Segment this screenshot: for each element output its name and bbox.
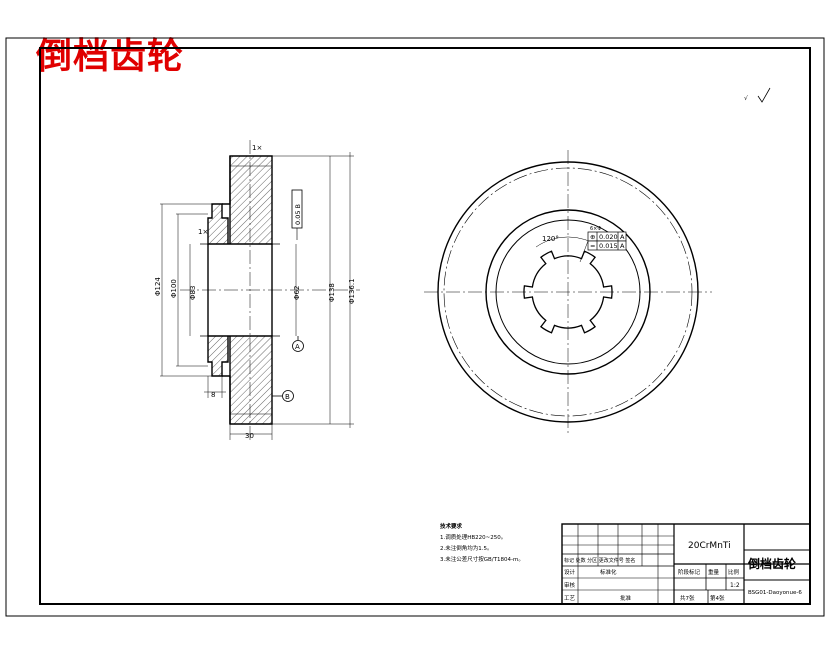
svg-text:0.020: 0.020: [599, 233, 618, 241]
svg-text:工艺: 工艺: [564, 595, 576, 602]
svg-text:1.调质处理HB220~250。: 1.调质处理HB220~250。: [440, 533, 506, 541]
tolerance-frames: 6×Φ ⊕ 0.020 A = 0.015 A: [579, 226, 627, 263]
datum-b-symbol: B: [272, 390, 294, 402]
roughness-symbol: √: [744, 87, 771, 103]
technical-notes: 技术要求 1.调质处理HB220~250。 2.未注倒角均为1.5。 3.未注公…: [440, 522, 524, 563]
svg-text:1:2: 1:2: [730, 582, 740, 589]
dimension-lines: [160, 152, 354, 440]
svg-text:0.05 B: 0.05 B: [294, 204, 302, 225]
section-upper-half: [207, 155, 273, 245]
svg-text:标记 处数 分区 更改文件号 签名: 标记 处数 分区 更改文件号 签名: [564, 557, 635, 564]
dim-slot: 8: [211, 391, 215, 399]
svg-text:A: A: [620, 233, 625, 241]
svg-text:0.015: 0.015: [599, 242, 618, 250]
svg-text:比例: 比例: [728, 568, 740, 576]
bore-circle: [495, 219, 641, 365]
hub-circle: [485, 209, 651, 375]
datum-a-symbol: A: [292, 336, 304, 352]
svg-text:6×Φ: 6×Φ: [590, 226, 601, 232]
section-lower-half: [207, 335, 273, 425]
svg-text:A: A: [620, 242, 625, 250]
dim-tip: Φ136.1: [348, 278, 356, 304]
tip-circle: [437, 161, 699, 423]
svg-text:√: √: [744, 95, 748, 102]
svg-text:阶段标记: 阶段标记: [678, 568, 701, 576]
dim-chamfer-top: 1×: [252, 144, 262, 152]
svg-text:标准化: 标准化: [600, 568, 617, 576]
svg-text:第4张: 第4张: [710, 594, 725, 602]
page-title: 倒档齿轮: [36, 35, 185, 77]
dim-chamfer-mid: 1×: [198, 228, 208, 236]
title-block: [561, 523, 811, 605]
outer-frame: [5, 37, 825, 617]
svg-text:3.未注公差尺寸按GB/T1804-m。: 3.未注公差尺寸按GB/T1804-m。: [440, 555, 524, 563]
dim-d2: Φ100: [170, 279, 178, 298]
svg-text:重量: 重量: [708, 568, 720, 576]
section-view: Φ124 Φ100 Φ83 Φ62 Φ138 Φ136.1 30 8 1× 1×…: [154, 140, 360, 440]
dim-od: Φ138: [328, 283, 336, 302]
svg-text:批准: 批准: [620, 594, 632, 602]
svg-text:审核: 审核: [564, 581, 576, 589]
tolerance-box-b: 0.05 B: [291, 189, 303, 240]
root-circle: [443, 167, 693, 417]
svg-text:B: B: [285, 393, 290, 401]
svg-text:⊕: ⊕: [590, 233, 595, 241]
dim-d4: Φ62: [293, 286, 301, 300]
svg-text:设计: 设计: [564, 568, 576, 576]
svg-text:=: =: [590, 242, 595, 250]
angle-label: 120°: [542, 235, 559, 243]
dim-d3: Φ83: [189, 286, 197, 300]
svg-text:共7张: 共7张: [680, 594, 695, 602]
dim-d1: Φ124: [154, 277, 162, 296]
svg-text:A: A: [295, 343, 300, 351]
title-block-text: 20CrMnTi 倒档齿轮 BSG01-Daoyonue-6 标记 处数 分区 …: [564, 541, 802, 602]
front-view: 120° 6×Φ ⊕ 0.020 A = 0.015 A: [424, 150, 712, 436]
svg-text:2.未注倒角均为1.5。: 2.未注倒角均为1.5。: [440, 544, 493, 552]
dim-width: 30: [245, 432, 254, 440]
part-name: 倒档齿轮: [747, 556, 797, 571]
material: 20CrMnTi: [688, 541, 731, 551]
inner-frame: [39, 47, 811, 605]
drawing-no: BSG01-Daoyonue-6: [748, 590, 802, 596]
svg-text:技术要求: 技术要求: [440, 522, 463, 530]
